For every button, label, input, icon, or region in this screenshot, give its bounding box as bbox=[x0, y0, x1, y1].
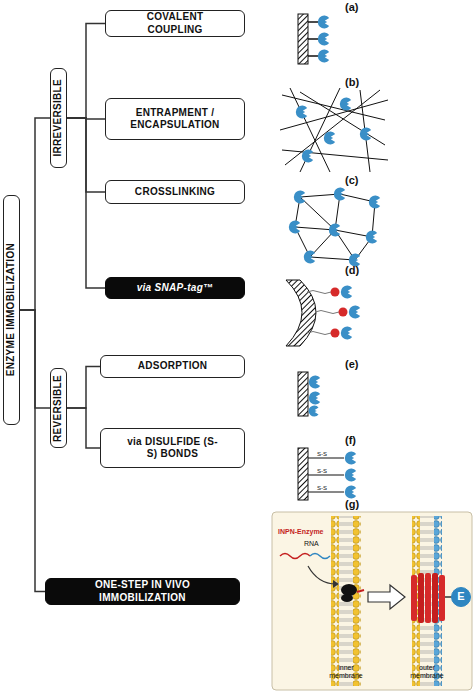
process-arrow bbox=[368, 585, 405, 609]
enzyme bbox=[341, 327, 352, 340]
annotation: inner membrane bbox=[321, 664, 371, 679]
inpn-barrel bbox=[432, 573, 438, 623]
panel-letter: (c) bbox=[345, 174, 358, 186]
node-text: ENZYME IMMOBILIZATION bbox=[5, 243, 18, 376]
inpn-barrel bbox=[425, 573, 431, 623]
enzyme bbox=[296, 106, 307, 119]
panel-letter: (e) bbox=[345, 358, 358, 370]
enzyme bbox=[324, 132, 335, 145]
enzyme bbox=[318, 50, 329, 63]
curved-support bbox=[286, 280, 316, 346]
enzyme bbox=[349, 306, 360, 319]
node-text: ADSORPTION bbox=[114, 360, 232, 373]
inpn-barrel bbox=[418, 573, 424, 623]
inpn-barrel bbox=[411, 575, 417, 621]
snap-tag bbox=[339, 308, 348, 317]
annotation: RNA bbox=[304, 540, 319, 548]
node-text: COVALENT COUPLING bbox=[106, 11, 244, 36]
polymer-mesh bbox=[280, 88, 388, 172]
tree-connector bbox=[20, 310, 45, 592]
method-box: CROSSLINKING bbox=[105, 180, 245, 204]
enzyme bbox=[309, 405, 319, 416]
enzyme bbox=[318, 16, 329, 29]
cell-panel bbox=[272, 512, 472, 690]
enzyme bbox=[345, 469, 356, 482]
method-box: ENTRAPMENT / ENCAPSULATION bbox=[105, 98, 245, 140]
node-text: REVERSIBLE bbox=[52, 375, 65, 442]
linker bbox=[307, 291, 339, 335]
enzyme bbox=[360, 128, 371, 141]
covalent-bond bbox=[308, 22, 318, 56]
linker bbox=[308, 458, 344, 492]
enzyme bbox=[309, 376, 320, 389]
tree-connector bbox=[20, 118, 50, 310]
category-box: REVERSIBLE bbox=[50, 368, 67, 448]
panel-letter: (b) bbox=[345, 76, 359, 88]
tree-connector bbox=[67, 118, 105, 288]
root-box: ENZYME IMMOBILIZATION bbox=[3, 195, 20, 425]
support-surface bbox=[298, 448, 308, 500]
lipid-heads bbox=[331, 516, 339, 686]
enzyme bbox=[369, 196, 380, 209]
enzyme bbox=[304, 251, 315, 264]
enzyme bbox=[294, 191, 305, 204]
enzyme bbox=[345, 486, 356, 499]
crosslinker bbox=[295, 194, 375, 260]
node-text: ENTRAPMENT / ENCAPSULATION bbox=[106, 107, 244, 132]
arrow-head bbox=[333, 580, 339, 588]
panel-letter: (f) bbox=[345, 434, 356, 446]
rna-strand bbox=[280, 554, 310, 559]
enzyme-circle: E bbox=[451, 587, 471, 607]
bond-label: S-S bbox=[317, 468, 327, 474]
enzyme bbox=[334, 188, 345, 201]
enzyme bbox=[318, 33, 329, 46]
node-text: via SNAP-tag™ bbox=[113, 282, 238, 295]
node-text: CROSSLINKING bbox=[111, 186, 239, 199]
panel-letter: (g) bbox=[345, 498, 359, 510]
method-box: via DISULFIDE (S-S) BONDS bbox=[100, 428, 245, 468]
panel-letter: (d) bbox=[345, 264, 359, 276]
node-text: IRREVERSIBLE bbox=[52, 79, 65, 157]
enzyme bbox=[341, 286, 352, 299]
lipid-tails bbox=[339, 516, 353, 686]
snap-tag bbox=[331, 288, 340, 297]
translation-arrow bbox=[308, 566, 336, 584]
enzyme bbox=[309, 392, 320, 405]
enzyme bbox=[366, 231, 377, 244]
rna-strand bbox=[310, 554, 330, 559]
enzyme bbox=[345, 452, 356, 465]
lipid-heads bbox=[353, 516, 361, 686]
bond-label: S-S bbox=[317, 485, 327, 491]
category-box: IRREVERSIBLE bbox=[50, 68, 67, 168]
annotation: outer membrane bbox=[402, 664, 452, 679]
method-box: COVALENT COUPLING bbox=[105, 10, 245, 37]
enzyme bbox=[329, 224, 340, 237]
ribosome bbox=[341, 584, 357, 596]
tree-connector bbox=[67, 24, 105, 119]
snap-tag bbox=[331, 329, 340, 338]
bond-label: S-S bbox=[317, 451, 327, 457]
support-surface bbox=[298, 14, 308, 64]
highlight-box: ONE-STEP IN VIVO IMMOBILIZATION bbox=[45, 578, 240, 605]
annotation: INPN-Enzyme bbox=[278, 528, 324, 535]
support-surface bbox=[298, 372, 308, 416]
tree-connector bbox=[67, 367, 100, 409]
enzyme bbox=[289, 221, 300, 234]
enzyme bbox=[302, 150, 313, 163]
tree-connector bbox=[67, 408, 100, 448]
node-text: via DISULFIDE (S-S) BONDS bbox=[101, 436, 244, 461]
node-text: ONE-STEP IN VIVO IMMOBILIZATION bbox=[46, 579, 239, 604]
node-text: E bbox=[457, 590, 465, 604]
ribosome bbox=[341, 594, 353, 602]
method-box: ADSORPTION bbox=[100, 355, 245, 378]
nascent-chain bbox=[357, 590, 364, 592]
enzyme bbox=[340, 98, 351, 111]
inpn-barrel bbox=[439, 575, 445, 621]
panel-letter: (a) bbox=[345, 1, 358, 13]
highlight-box: via SNAP-tag™ bbox=[105, 277, 245, 299]
